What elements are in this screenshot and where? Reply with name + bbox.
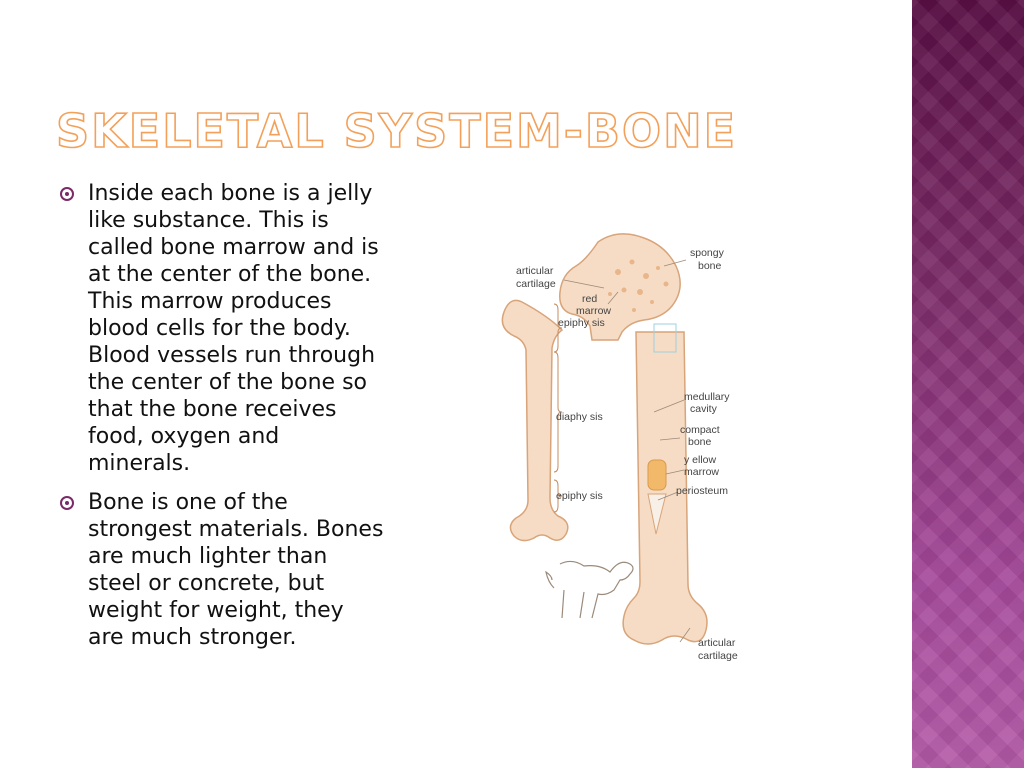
label-spongy-bone: bone bbox=[698, 260, 722, 272]
bullet-item: Inside each bone is a jelly like substan… bbox=[60, 180, 440, 477]
label-medullary-cavity: medullary bbox=[684, 391, 730, 403]
bullet-text: Bone is one of the strongest materials. … bbox=[88, 490, 384, 650]
label-articular-cartilage-bottom: cartilage bbox=[698, 650, 738, 662]
label-compact-bone: bone bbox=[688, 436, 712, 448]
label-articular-cartilage-top: cartilage bbox=[516, 278, 556, 290]
decorative-side-band bbox=[912, 0, 1024, 768]
label-spongy-bone: spongy bbox=[690, 247, 725, 259]
epiphysis-brackets bbox=[553, 303, 563, 513]
dog-illustration bbox=[545, 560, 634, 619]
bullet-text: Inside each bone is a jelly like substan… bbox=[88, 181, 379, 476]
label-yellow-marrow: y ellow bbox=[684, 454, 717, 466]
bullet-circle-icon bbox=[60, 496, 74, 510]
label-compact-bone: compact bbox=[680, 424, 720, 436]
label-diaphysis: diaphy sis bbox=[556, 411, 603, 423]
slide-title: Skeletal System-Bone bbox=[55, 103, 737, 159]
label-epiphysis-bottom: epiphy sis bbox=[556, 490, 603, 502]
label-yellow-marrow: marrow bbox=[684, 466, 719, 478]
bone-anatomy-diagram: articular cartilage spongy bone red marr… bbox=[501, 233, 738, 662]
label-red-marrow: marrow bbox=[576, 305, 611, 317]
label-leader-lines bbox=[563, 259, 691, 643]
label-medullary-cavity: cavity bbox=[690, 403, 718, 415]
small-femur-illustration bbox=[501, 299, 569, 542]
bullet-item: Bone is one of the strongest materials. … bbox=[60, 489, 440, 651]
label-articular-cartilage-top: articular bbox=[516, 265, 554, 277]
label-epiphysis-top: epiphy sis bbox=[558, 317, 605, 329]
label-red-marrow: red bbox=[582, 293, 597, 305]
label-periosteum: periosteum bbox=[676, 485, 728, 497]
femur-shaft-section bbox=[622, 323, 708, 645]
femur-head-section bbox=[559, 233, 681, 341]
bullet-list: Inside each bone is a jelly like substan… bbox=[60, 180, 440, 663]
bullet-circle-icon bbox=[60, 187, 74, 201]
label-articular-cartilage-bottom: articular bbox=[698, 637, 736, 649]
